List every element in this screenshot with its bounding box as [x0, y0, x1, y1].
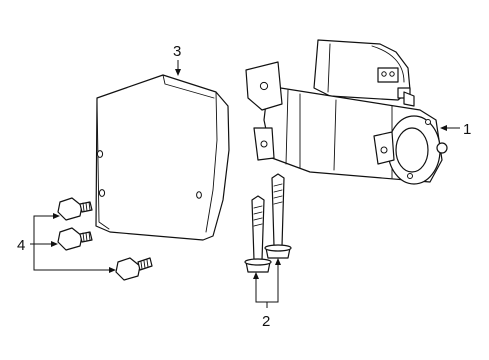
heat-shield [95, 74, 230, 241]
bolt [244, 173, 292, 273]
callout-bolt: 2 [262, 313, 270, 330]
leader-lines [30, 60, 460, 308]
callout-shield: 3 [173, 43, 181, 60]
starter-motor [245, 39, 448, 185]
screw [57, 197, 153, 281]
callout-starter: 1 [463, 121, 471, 138]
callout-screw: 4 [17, 237, 25, 254]
